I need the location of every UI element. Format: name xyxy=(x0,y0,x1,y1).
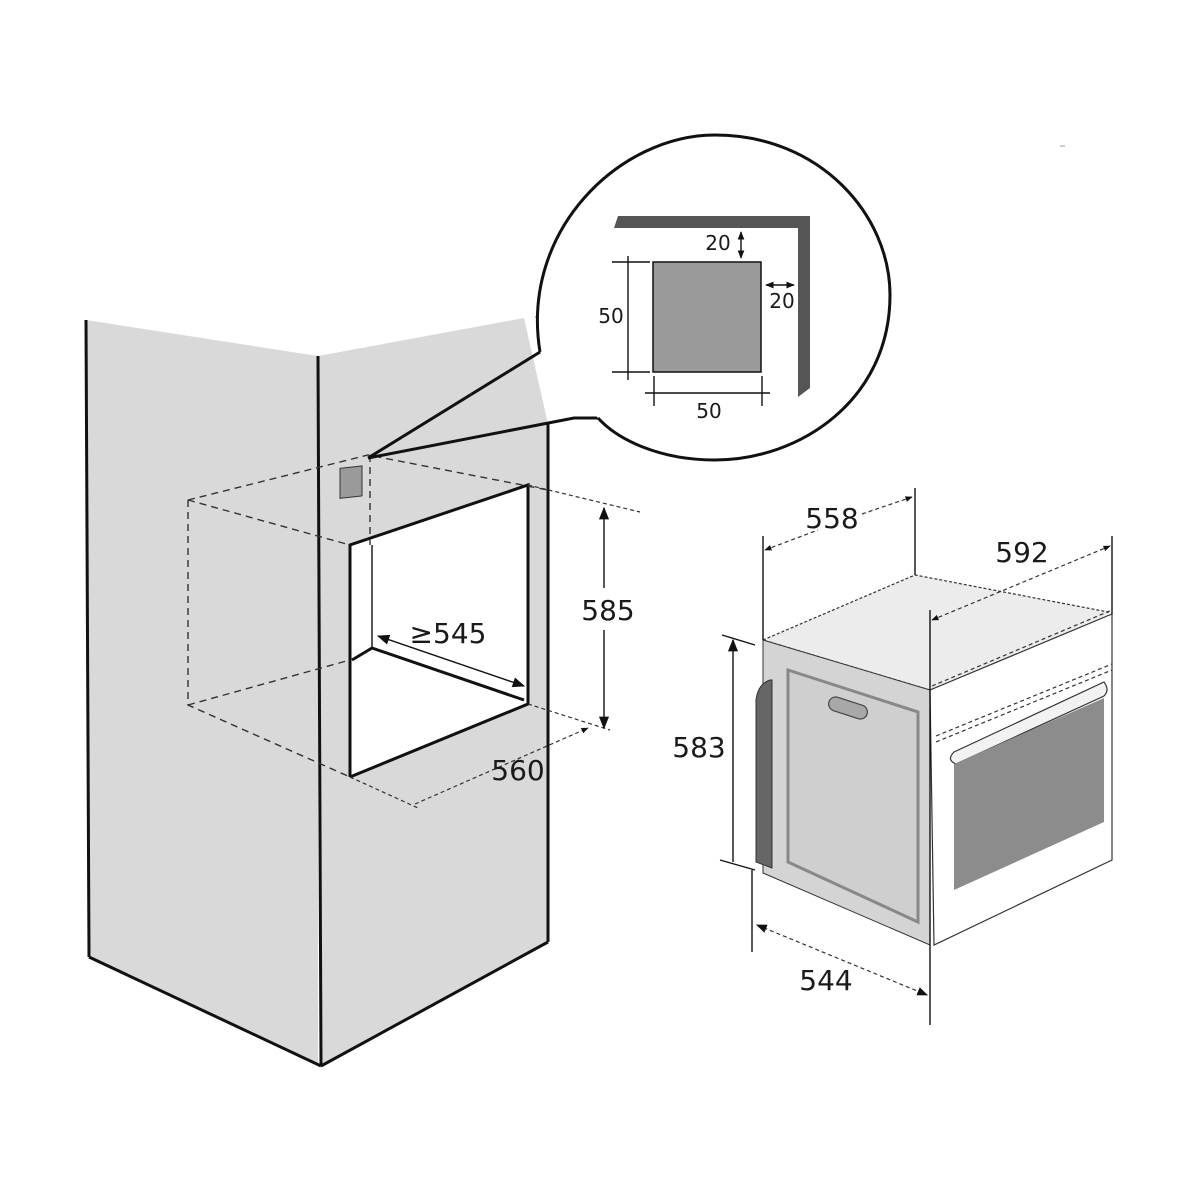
cabinet xyxy=(84,318,550,1068)
oven-dimensions: 558 592 583 544 xyxy=(672,488,1113,1025)
vent-top-clearance-label: 20 xyxy=(705,231,730,255)
cabinet-left-face xyxy=(86,320,318,1066)
oven-depth-label: 558 xyxy=(805,502,858,535)
vent-height-label: 50 xyxy=(598,304,623,328)
oven-window xyxy=(954,698,1104,890)
niche-depth-label: ≥545 xyxy=(410,617,487,650)
oven-door-handle xyxy=(949,681,1108,765)
oven-body-depth-label: 544 xyxy=(799,964,852,997)
vent-square xyxy=(652,261,762,373)
oven-width-label: 592 xyxy=(995,536,1048,569)
oven xyxy=(755,574,1113,946)
cabinet-front-face xyxy=(318,318,548,1066)
vent-width-label: 50 xyxy=(696,399,721,423)
ventilation-detail-callout: 50 50 20 20 xyxy=(367,133,892,462)
niche-height-label: 585 xyxy=(581,594,634,627)
oven-height-label: 583 xyxy=(672,731,725,764)
vent-side-clearance-label: 20 xyxy=(769,289,794,313)
cabinet-dimensions: 585 ≥545 560 xyxy=(349,484,641,809)
niche-width-label: 560 xyxy=(491,754,544,787)
niche-opening xyxy=(350,485,528,777)
vent-opening xyxy=(339,465,363,499)
